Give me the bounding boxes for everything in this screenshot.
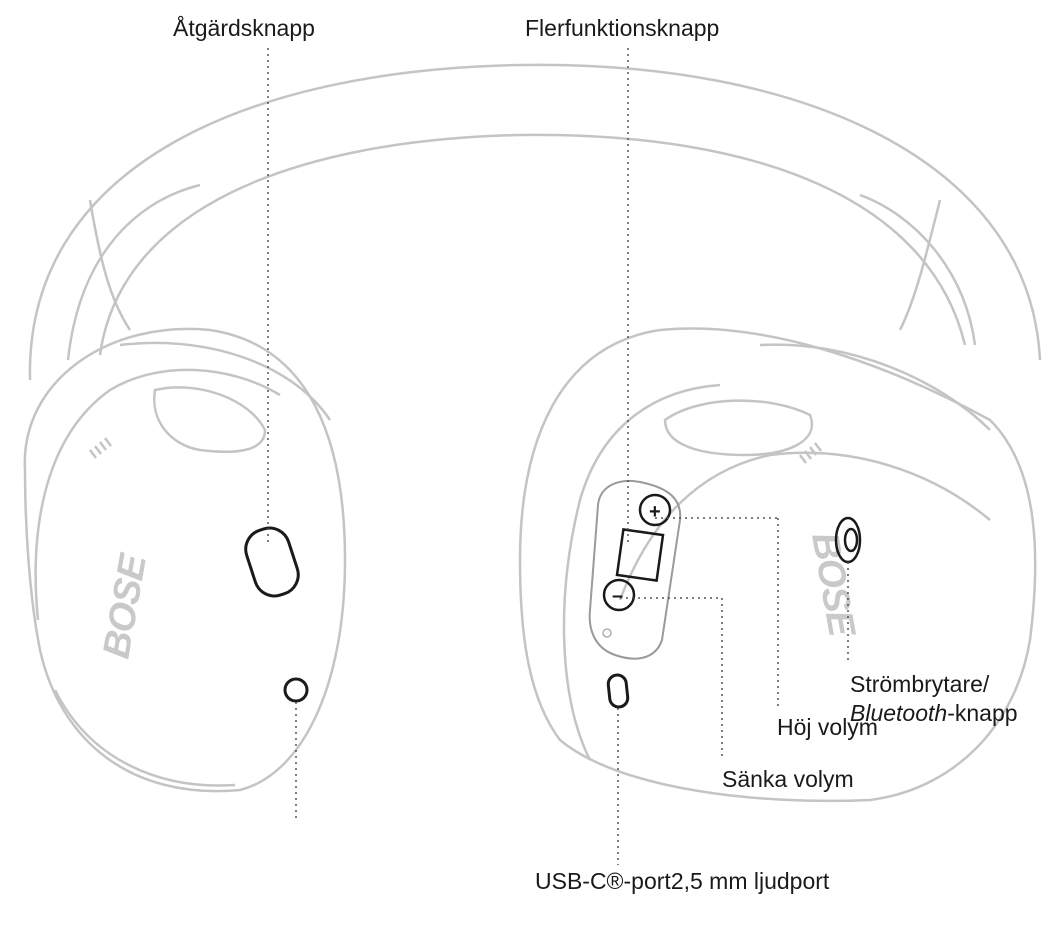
volume-up-button[interactable] — [638, 493, 672, 527]
left-ear-cup — [23, 327, 347, 793]
control-panel — [588, 480, 682, 660]
bluetooth-italic: Bluetooth — [850, 699, 948, 726]
usb-c-port-icon — [606, 673, 630, 709]
plus-symbol: + — [649, 501, 661, 523]
usb-c-port-label: USB-C®-port — [535, 868, 671, 894]
action-button-label: Åtgärdsknapp — [173, 15, 315, 41]
ports-label: USB-C®-port2,5 mm ljudport — [535, 867, 829, 896]
indicator-light — [602, 628, 612, 638]
power-bluetooth-line1: Strömbrytare/ — [850, 671, 990, 697]
volume-down-button[interactable] — [602, 578, 636, 612]
minus-symbol: – — [612, 585, 623, 607]
power-bluetooth-line2: Bluetooth-knapp — [850, 699, 1018, 728]
action-button-icon[interactable] — [241, 523, 304, 601]
volume-up-label: Höj volym — [777, 714, 878, 740]
audio-port-icon — [283, 677, 309, 703]
callout-lines — [267, 48, 849, 865]
audio-port-label: 2,5 mm ljudport — [670, 868, 830, 894]
multifunction-button-label: Flerfunktionsknapp — [525, 15, 720, 41]
multifunction-button[interactable] — [615, 528, 665, 582]
right-bose-logo: BOSE — [803, 529, 863, 641]
volume-down-label: Sänka volym — [722, 766, 854, 792]
headband — [28, 63, 1042, 381]
power-bluetooth-label: Strömbrytare/ Bluetooth-knapp — [850, 670, 1018, 728]
bluetooth-suffix: -knapp — [947, 699, 1018, 726]
left-bose-logo: BOSE — [96, 550, 156, 662]
